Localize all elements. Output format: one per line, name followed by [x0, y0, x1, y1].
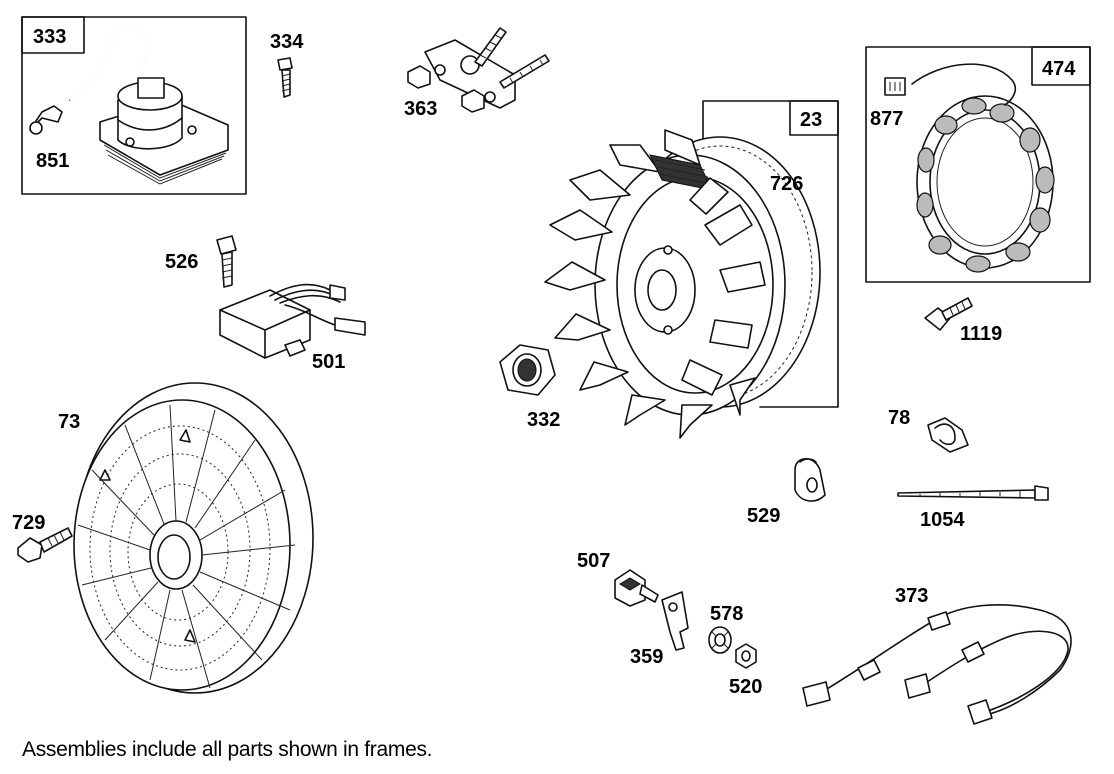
bolt-78-graphic	[17, 527, 73, 563]
frame-label-23: 23	[800, 109, 822, 131]
part-label-507: 507	[577, 550, 610, 572]
part-label-529: 529	[747, 505, 780, 527]
stator-474-graphic	[884, 63, 1055, 273]
flywheel-726-graphic	[544, 129, 821, 439]
part-label-1054: 1054	[920, 509, 965, 531]
armature-part-graphic	[29, 27, 229, 185]
frame-474: 474	[865, 46, 1091, 283]
part-label-78: 729	[12, 512, 45, 534]
frame-333: 333	[21, 16, 247, 195]
harness-578-graphic	[802, 604, 1072, 725]
clamp-363-graphic	[407, 27, 550, 113]
bracket-520-graphic	[661, 591, 689, 651]
part-label-332: 332	[527, 409, 560, 431]
part-label-363: 363	[404, 98, 437, 120]
nut-332-graphic	[499, 344, 556, 396]
part-label-359: 578	[710, 603, 743, 625]
nut-373-graphic	[735, 643, 757, 669]
part-label-729: 78	[888, 407, 910, 429]
part-label-520: 359	[630, 646, 663, 668]
frame-label-333: 333	[33, 26, 66, 48]
part-label-1119: 1119	[960, 323, 1002, 345]
frame-23: 23	[702, 100, 839, 408]
screen-73-graphic	[73, 382, 314, 694]
part-label-877: 877	[870, 108, 903, 130]
part-label-726: 726	[770, 173, 803, 195]
part-label-526: 526	[165, 251, 198, 273]
frame-label-474: 474	[1042, 58, 1076, 80]
bolt-334-graphic	[277, 57, 293, 98]
clip-729-graphic	[927, 417, 969, 453]
part-label-334: 334	[270, 31, 304, 53]
grommet-529-graphic	[794, 457, 826, 502]
part-label-501: 501	[312, 351, 345, 373]
bolt-526-graphic	[216, 235, 237, 288]
terminal-507-graphic	[614, 569, 659, 607]
regulator-501-graphic	[219, 283, 366, 359]
washer-359-graphic	[708, 626, 732, 654]
footnote: Assemblies include all parts shown in fr…	[22, 738, 433, 761]
part-label-373: 520	[729, 676, 762, 698]
cable-tie-1054-graphic	[897, 485, 1049, 501]
part-label-578: 373	[895, 585, 928, 607]
part-label-851: 851	[36, 150, 69, 172]
bolt-1119-graphic	[924, 297, 973, 331]
part-label-73: 73	[58, 411, 80, 433]
